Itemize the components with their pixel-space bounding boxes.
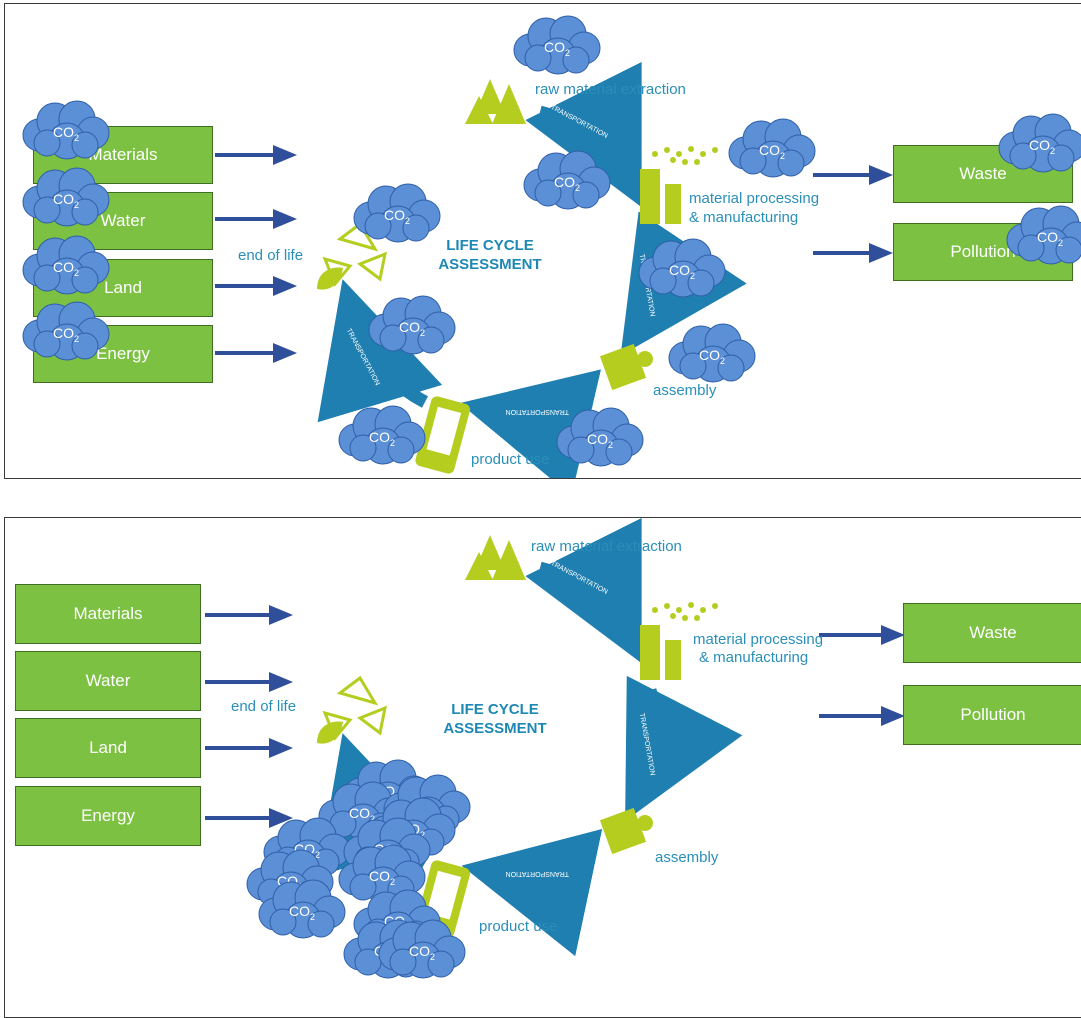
- transport-arrow-1: [525, 518, 642, 664]
- co2-cloud-icon: CO2: [22, 235, 110, 295]
- input-box-water: Water: [15, 651, 201, 711]
- puzzle-icon: [599, 343, 653, 391]
- co2-label: CO2: [1029, 137, 1055, 156]
- stage-processing-line2: & manufacturing: [699, 649, 809, 666]
- input-label: Land: [89, 738, 127, 757]
- input-label: Materials: [88, 145, 158, 164]
- input-arrows: [215, 145, 297, 363]
- trees-icon: [465, 79, 526, 124]
- stage-processing-line2: & manufacturing: [689, 209, 799, 226]
- factory-icon: [640, 602, 718, 680]
- factory-icon: [640, 146, 718, 224]
- co2-label: CO2: [53, 325, 79, 344]
- transport-arrow-3: [459, 369, 602, 478]
- co2-label: CO2: [53, 124, 79, 143]
- output-label: Waste: [959, 164, 1007, 183]
- co2-cloud-icon: CO2: [338, 844, 426, 904]
- co2-label: CO2: [289, 903, 315, 922]
- co2-cloud-icon: CO2: [523, 150, 611, 210]
- co2-label: CO2: [53, 191, 79, 210]
- co2-label: CO2: [1037, 229, 1063, 248]
- co2-label: CO2: [349, 805, 375, 824]
- leaf-icon: [317, 267, 343, 290]
- co2-label: CO2: [409, 943, 435, 962]
- input-label: Land: [104, 278, 142, 297]
- transport-label: TRANSPORTATION: [506, 408, 569, 415]
- input-label: Water: [85, 671, 131, 690]
- trees-icon: [465, 535, 526, 580]
- transport-arrow-1: [525, 61, 642, 208]
- stage-raw-material: raw material extraction: [531, 538, 682, 555]
- co2-label: CO2: [399, 319, 425, 338]
- co2-cloud-icon: CO2: [22, 301, 110, 361]
- puzzle-icon: [599, 807, 653, 855]
- output-arrows: [813, 165, 893, 263]
- diagram-panel-bottom: TRANSPORTATION TRANSPORTATION TRANSPORTA…: [4, 517, 1081, 1018]
- co2-label: CO2: [369, 429, 395, 448]
- stage-processing-line1: material processing: [689, 190, 820, 207]
- co2-cloud-icon: CO2: [368, 295, 456, 355]
- stage-product-use: product use: [471, 451, 550, 468]
- diagram-title: LIFE CYCLE ASSESSMENT: [438, 237, 542, 273]
- input-box-materials: Materials: [15, 584, 201, 644]
- co2-label: CO2: [384, 207, 410, 226]
- stage-end-of-life: end of life: [238, 247, 304, 264]
- co2-cloud-icon: CO2: [338, 405, 426, 465]
- transport-label: TRANSPORTATION: [506, 870, 569, 877]
- transport-arrow-3: [461, 828, 603, 957]
- stage-end-of-life: end of life: [231, 698, 297, 715]
- stage-assembly: assembly: [655, 849, 719, 866]
- stage-product-use: product use: [479, 918, 558, 935]
- input-label: Water: [100, 211, 146, 230]
- co2-label: CO2: [699, 347, 725, 366]
- input-box-energy: Energy: [15, 786, 201, 846]
- output-label: Waste: [969, 623, 1017, 642]
- co2-cloud-icon: CO2: [258, 879, 346, 939]
- co2-cloud-icon: CO2: [556, 407, 644, 467]
- co2-label: CO2: [53, 259, 79, 278]
- co2-cloud-icon: CO2: [22, 100, 110, 160]
- input-box-land: Land: [15, 718, 201, 778]
- co2-label: CO2: [587, 431, 613, 450]
- stage-raw-material: raw material extraction: [535, 81, 686, 98]
- co2-label: CO2: [369, 868, 395, 887]
- output-box-waste: Waste: [903, 603, 1081, 663]
- output-arrows: [819, 625, 905, 726]
- co2-label: CO2: [759, 142, 785, 161]
- leaf-icon: [317, 721, 343, 744]
- co2-cloud-icon: CO2: [378, 919, 466, 979]
- co2-cloud-icon: CO2: [728, 118, 816, 178]
- diagram-title: LIFE CYCLE ASSESSMENT: [443, 701, 547, 737]
- co2-cloud-icon: CO2: [998, 113, 1081, 173]
- co2-label: CO2: [554, 174, 580, 193]
- transport-arrow-4: [317, 279, 443, 423]
- co2-cloud-icon: CO2: [353, 183, 441, 243]
- output-label: Pollution: [950, 242, 1016, 261]
- stage-processing-line1: material processing: [693, 631, 824, 648]
- co2-cloud-icon: CO2: [513, 15, 601, 75]
- input-label: Energy: [81, 806, 135, 825]
- output-box-pollution: Pollution: [903, 685, 1081, 745]
- co2-label: CO2: [544, 39, 570, 58]
- co2-cloud-icon: CO2: [1006, 205, 1081, 265]
- co2-cloud-icon: CO2: [22, 167, 110, 227]
- diagram-panel-top: TRANSPORTATION TRANSPORTATION TRANSPORTA…: [4, 3, 1081, 479]
- stage-assembly: assembly: [653, 382, 717, 399]
- input-label: Energy: [96, 344, 150, 363]
- phone-icon: [415, 396, 471, 474]
- input-arrows: [205, 605, 293, 828]
- input-label: Materials: [73, 604, 143, 623]
- co2-label: CO2: [669, 262, 695, 281]
- transport-arrow-2: [625, 675, 743, 822]
- output-label: Pollution: [960, 705, 1026, 724]
- co2-cloud-icon: CO2: [668, 323, 756, 383]
- co2-cloud-icon: CO2: [638, 238, 726, 298]
